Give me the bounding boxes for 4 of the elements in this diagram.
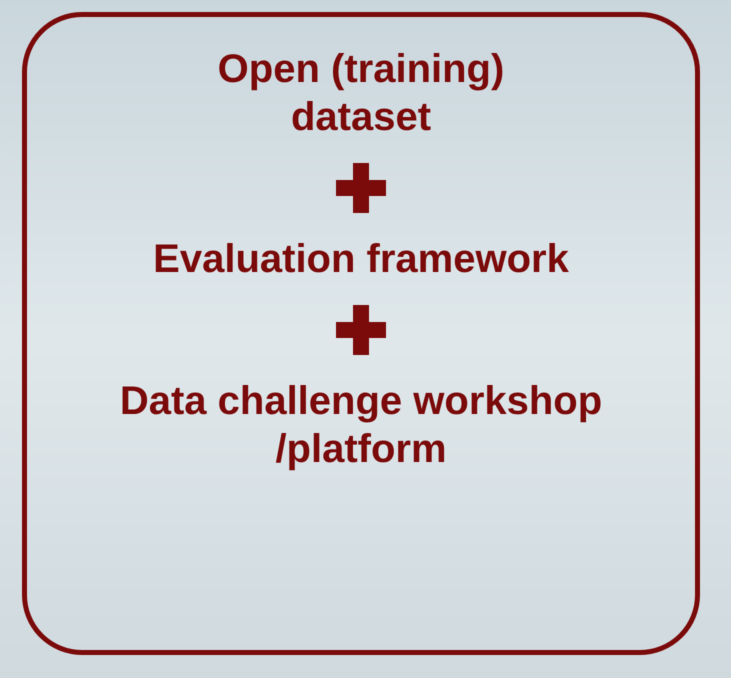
node-text: Evaluation framework [153,236,569,283]
rounded-panel [22,12,700,655]
node-text: Open (training) dataset [216,46,506,141]
node-text: Data challenge workshop /platform [118,378,604,473]
